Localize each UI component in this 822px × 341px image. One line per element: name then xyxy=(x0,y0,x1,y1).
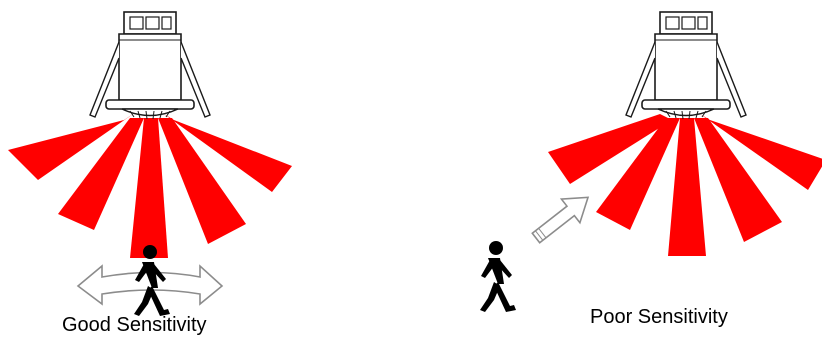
detection-beam xyxy=(700,114,822,190)
detection-beam xyxy=(694,118,782,242)
detection-beam xyxy=(164,114,292,192)
panel-poor-sensitivity xyxy=(480,11,822,312)
detection-beam xyxy=(58,118,144,230)
detection-beam xyxy=(130,118,168,258)
panel-good-sensitivity xyxy=(8,11,292,316)
detection-beam xyxy=(596,118,680,230)
detection-beams xyxy=(8,112,292,258)
person-walking-icon xyxy=(480,241,516,312)
caption-good-sensitivity: Good Sensitivity xyxy=(62,314,207,336)
single-arrow-icon xyxy=(531,196,590,244)
detection-beam xyxy=(668,118,706,256)
caption-poor-sensitivity: Poor Sensitivity xyxy=(590,306,728,328)
detection-beam xyxy=(158,118,246,244)
detection-beam xyxy=(548,114,672,184)
detection-beams xyxy=(548,114,822,256)
motion-sensor-icon xyxy=(89,11,211,120)
detection-beam xyxy=(8,112,136,180)
motion-sensor-icon xyxy=(625,11,747,120)
double-arrow-icon xyxy=(76,264,224,306)
